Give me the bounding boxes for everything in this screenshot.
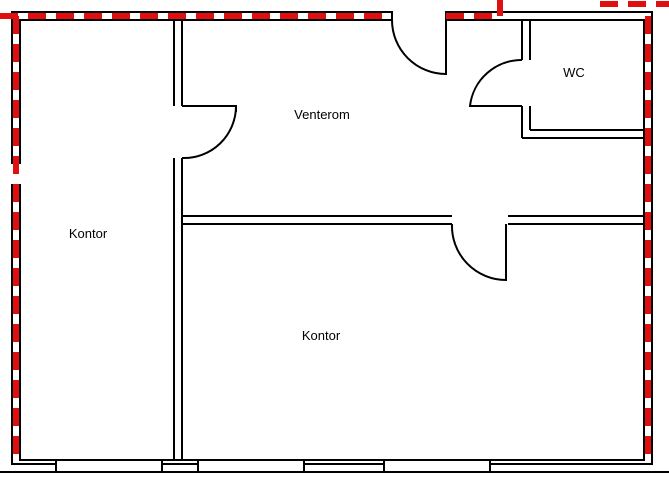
outer-wall-inner: [19, 19, 645, 461]
boundary: [0, 0, 669, 464]
room-label-office-bottom: Kontor: [302, 328, 341, 343]
window-2: [197, 459, 305, 473]
door-left-office-icon: [181, 105, 238, 160]
room-label-waiting-room: Venterom: [294, 107, 350, 122]
window-1: [55, 459, 163, 473]
windows: [0, 459, 669, 473]
outer-wall-outer: [11, 11, 653, 465]
doors: [181, 12, 523, 282]
door-entrance-icon: [391, 12, 447, 76]
walls: [11, 11, 653, 465]
door-wc-icon: [468, 58, 523, 107]
window-3: [383, 459, 491, 473]
door-openings: [0, 10, 532, 226]
door-bottom-office-icon: [450, 223, 507, 282]
room-label-wc: WC: [563, 65, 585, 80]
room-label-office-left: Kontor: [69, 226, 108, 241]
